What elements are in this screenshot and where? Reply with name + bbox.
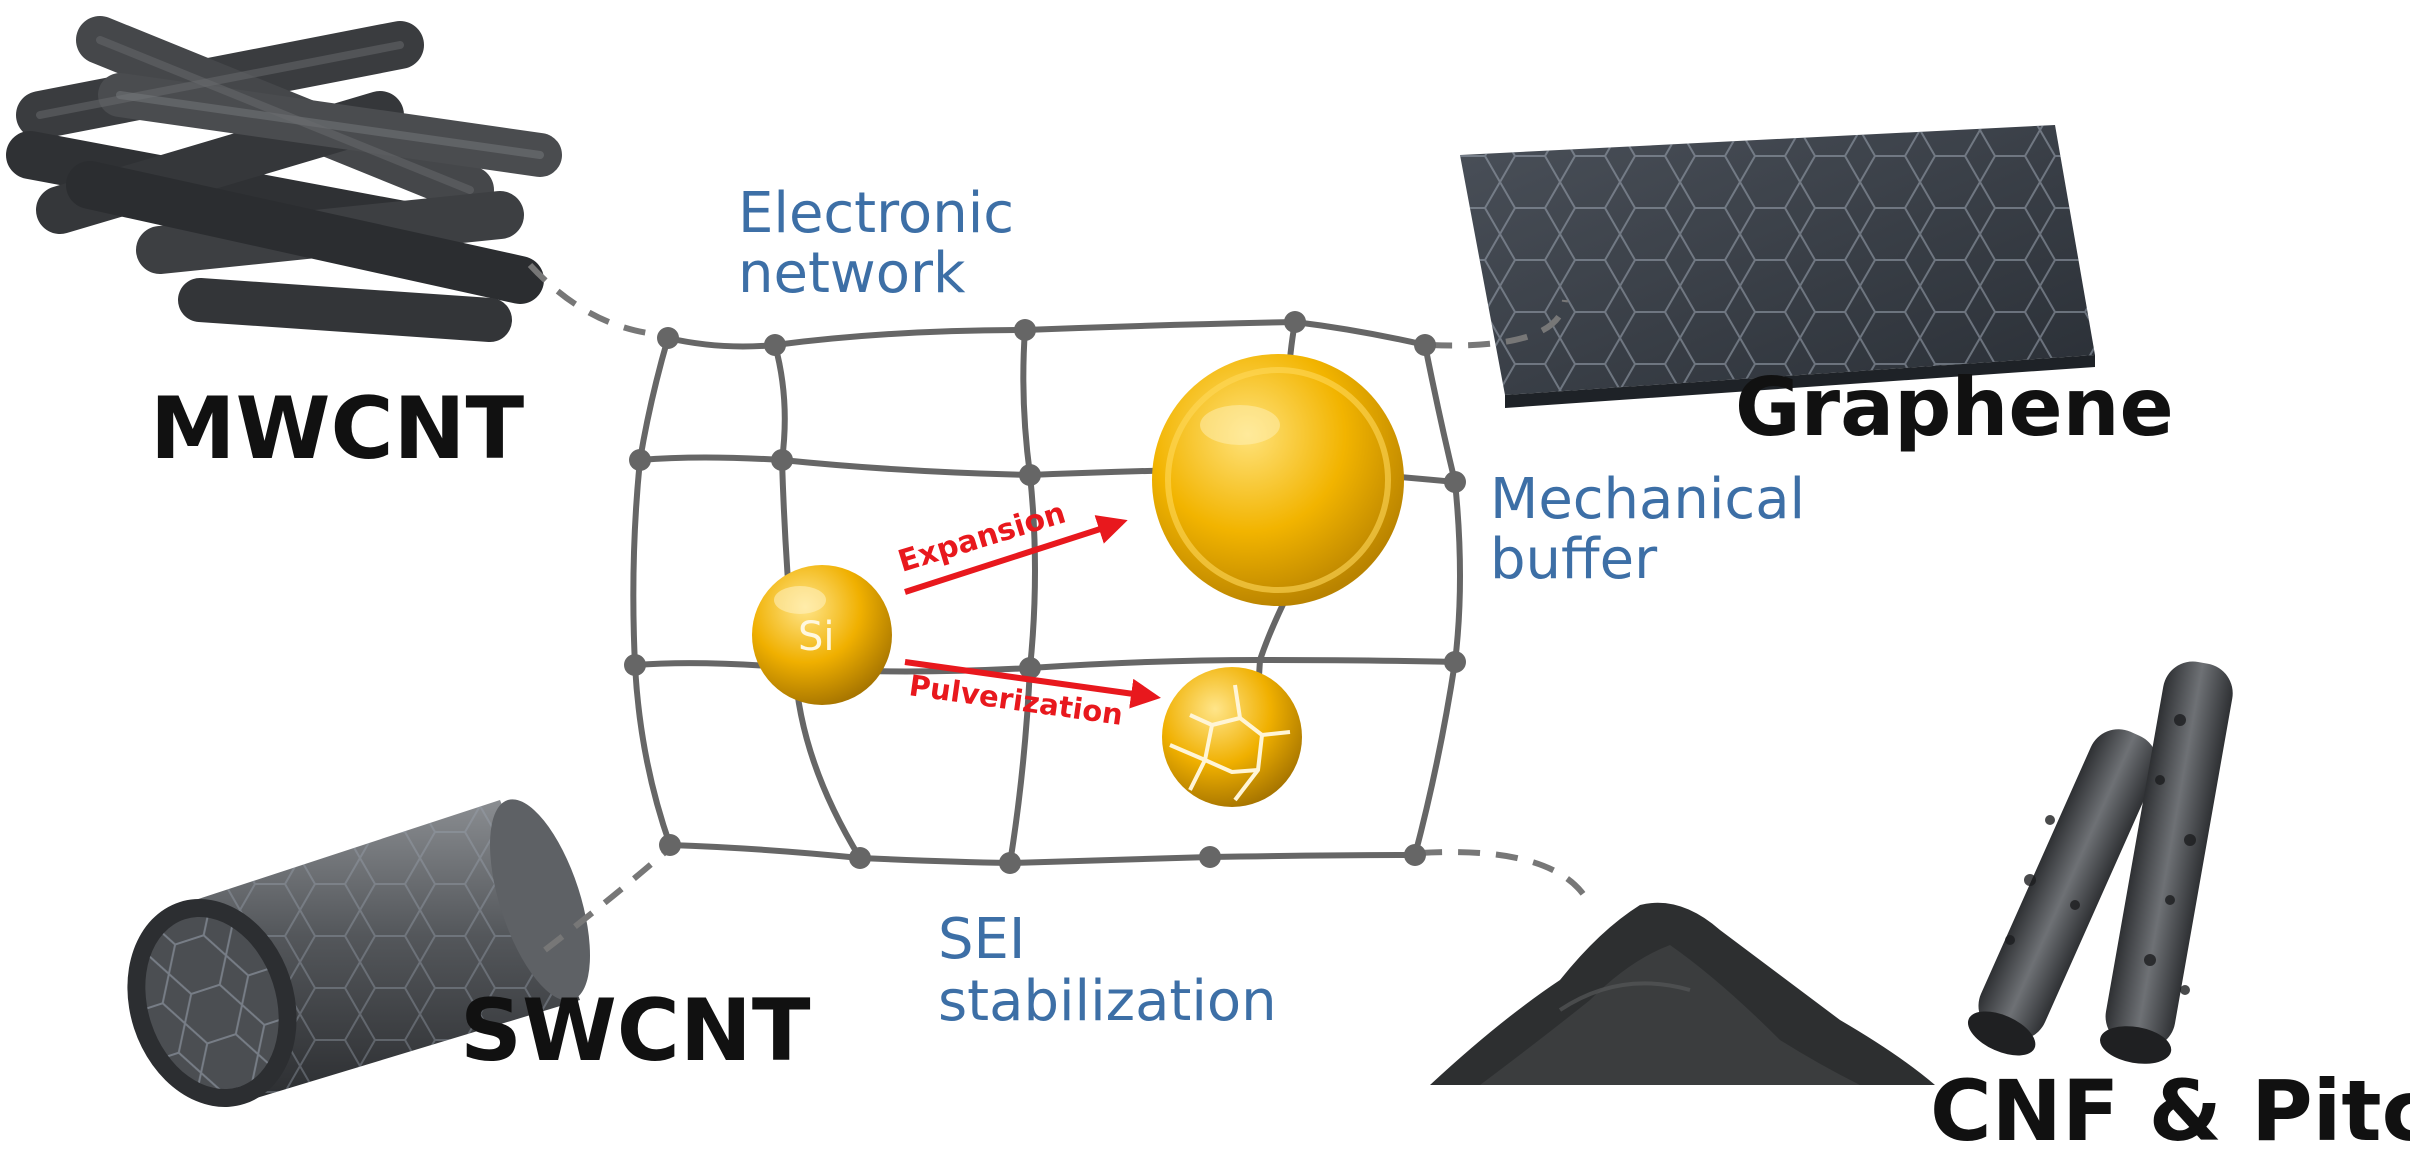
network-nodes xyxy=(624,311,1466,874)
mwcnt-label: MWCNT xyxy=(150,379,525,479)
swcnt-tube-image xyxy=(127,799,591,1107)
si-label: Si xyxy=(798,614,835,660)
cnf-fibers-image xyxy=(1967,661,2233,1064)
sei-stabilization-label-line2: stabilization xyxy=(938,969,1277,1034)
connector-mwcnt xyxy=(527,262,666,338)
si-particle xyxy=(752,565,892,705)
mechanical-buffer-label-line1: Mechanical xyxy=(1490,467,1805,532)
pulverized-particle xyxy=(1162,667,1302,807)
pulverization-arrow xyxy=(904,659,1161,709)
connector-swcnt xyxy=(543,845,672,953)
electronic-network-label-line1: Electronic xyxy=(738,181,1014,246)
swcnt-label: SWCNT xyxy=(460,981,811,1081)
cnf-pitch-label: CNF & Pitch xyxy=(1930,1062,2410,1160)
expansion-arrow xyxy=(904,515,1128,595)
electronic-network-label-line2: network xyxy=(738,241,966,306)
graphene-sheet-image xyxy=(1460,125,2095,408)
mechanical-buffer-label-line2: buffer xyxy=(1490,527,1658,592)
connector-pitch xyxy=(1419,849,1593,907)
dashed-connectors xyxy=(527,262,1593,953)
pitch-powder-image xyxy=(1430,902,1935,1085)
mwcnt-bundle-image xyxy=(6,16,562,342)
graphene-label: Graphene xyxy=(1735,361,2174,454)
sei-stabilization-label-line1: SEI xyxy=(938,907,1025,972)
expanded-particle xyxy=(1152,354,1404,606)
